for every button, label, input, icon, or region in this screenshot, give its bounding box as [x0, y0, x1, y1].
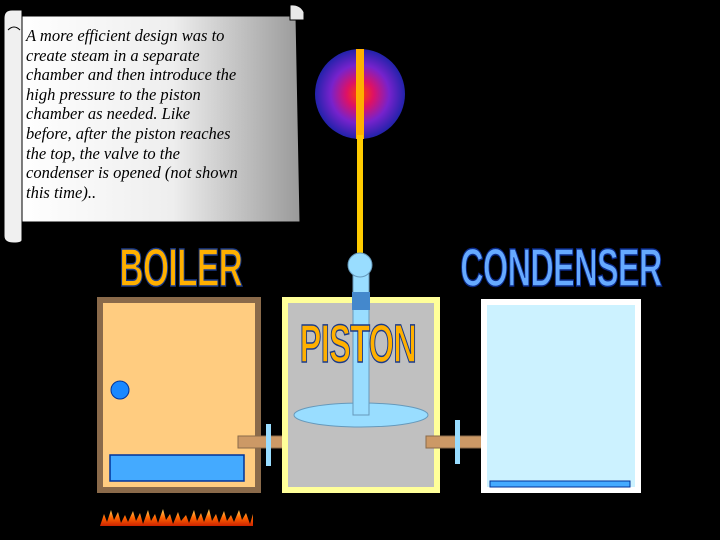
condenser-water — [489, 480, 631, 488]
boiler-valve — [266, 424, 271, 466]
boiler-indicator — [110, 380, 130, 400]
piston-label: PISTON — [299, 314, 417, 374]
piston-rod-collar — [352, 292, 370, 310]
piston-joint — [347, 252, 373, 278]
boiler-water — [109, 454, 245, 482]
boiler-flames — [100, 509, 253, 526]
connecting-rod — [357, 135, 363, 257]
caption-text: A more efficient design was to create st… — [26, 26, 238, 202]
flywheel-stripe — [356, 49, 364, 139]
scroll-banner — [3, 4, 305, 244]
condenser-tank — [481, 299, 641, 493]
boiler-label: BOILER — [119, 238, 243, 298]
condenser-label: CONDENSER — [460, 238, 663, 298]
condenser-valve — [455, 420, 460, 464]
